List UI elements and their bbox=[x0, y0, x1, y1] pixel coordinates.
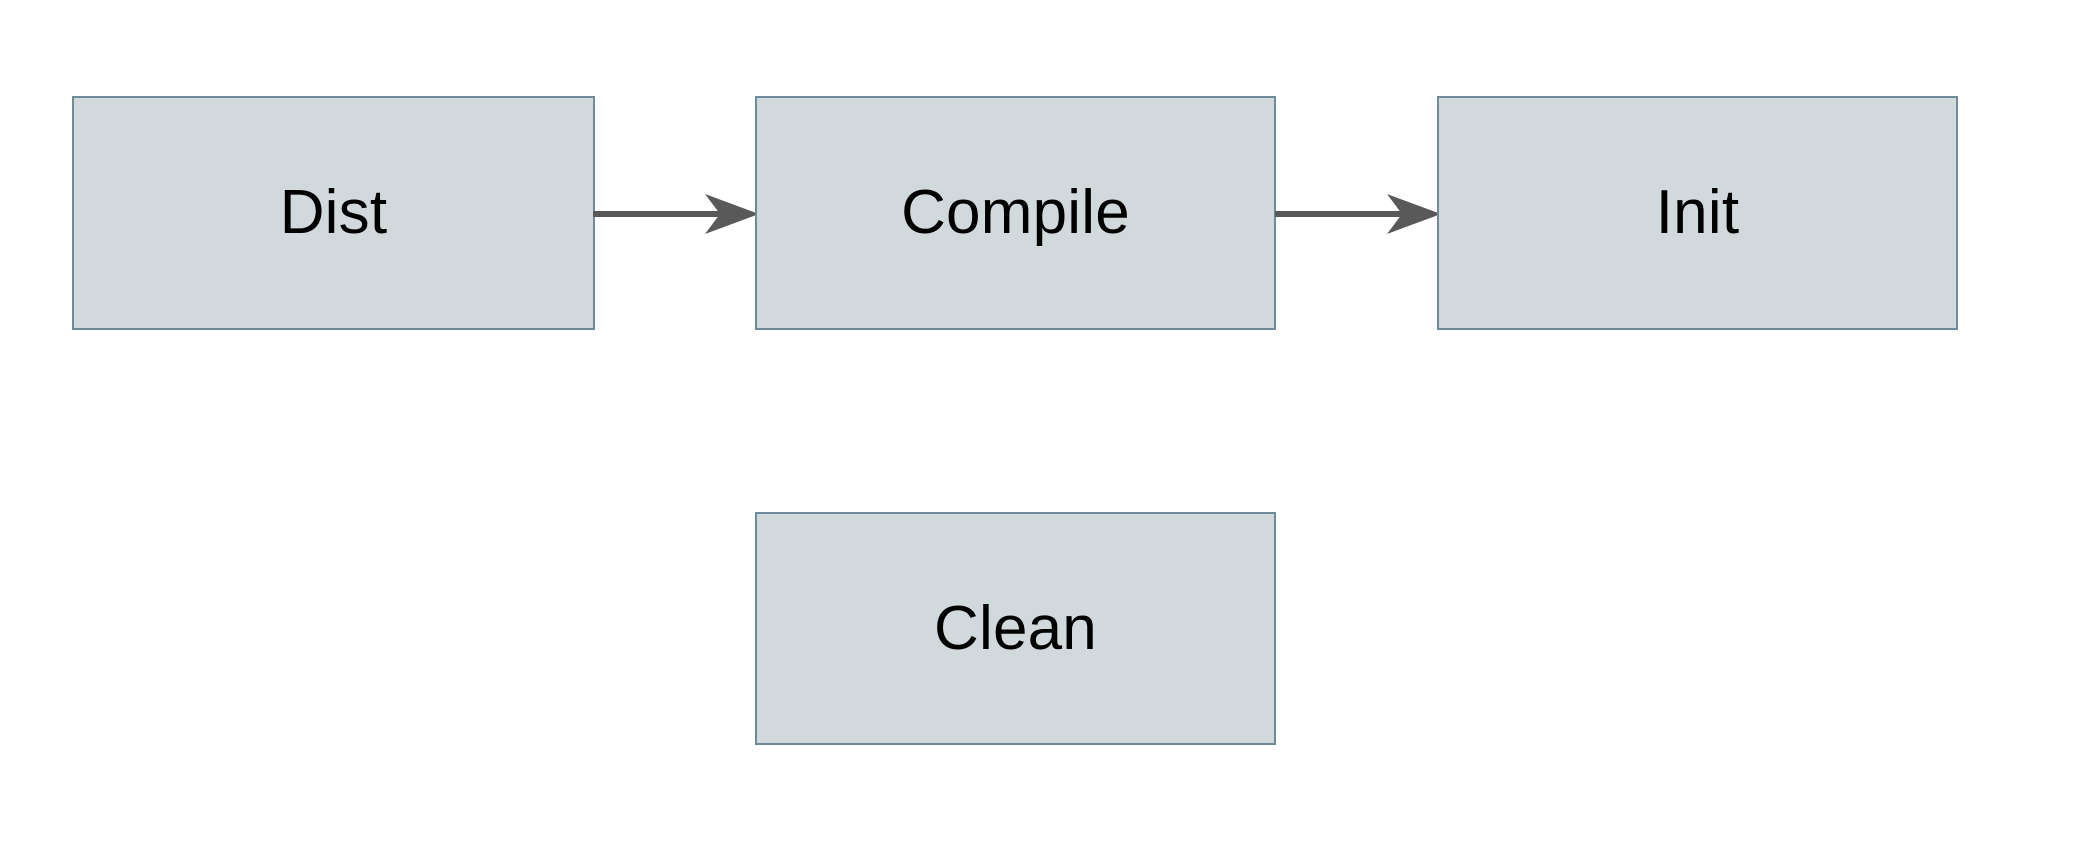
node-init-label: Init bbox=[1655, 178, 1740, 247]
node-init[interactable]: Init bbox=[1437, 96, 1958, 330]
node-clean[interactable]: Clean bbox=[755, 512, 1276, 745]
arrowhead-icon bbox=[705, 194, 759, 234]
edge-compile-to-init[interactable] bbox=[1275, 193, 1441, 235]
node-dist[interactable]: Dist bbox=[72, 96, 595, 330]
edge-dist-to-compile[interactable] bbox=[593, 193, 759, 235]
node-compile[interactable]: Compile bbox=[755, 96, 1276, 330]
node-clean-label: Clean bbox=[934, 593, 1097, 663]
arrowhead-icon bbox=[1387, 194, 1441, 234]
node-dist-label: Dist bbox=[279, 178, 388, 247]
node-compile-label: Compile bbox=[901, 178, 1130, 247]
